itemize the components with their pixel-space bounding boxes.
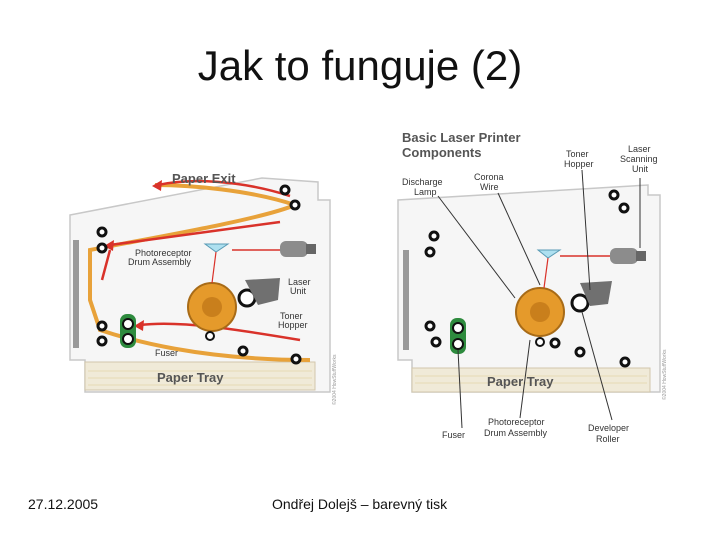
right-developer-label-2: Roller	[596, 434, 620, 444]
right-laser-label-3: Unit	[632, 164, 649, 174]
right-copyright: ©2004 HowStuffWorks	[661, 349, 668, 400]
left-paper-tray-label: Paper Tray	[157, 370, 224, 385]
right-paper-tray-label: Paper Tray	[487, 374, 554, 389]
right-heading: Basic Laser Printer	[402, 130, 521, 145]
right-photoreceptor-label: Photoreceptor	[488, 417, 545, 427]
left-rollers	[96, 184, 302, 365]
right-laser-label-2: Scanning	[620, 154, 658, 164]
left-photoreceptor-label-2: Drum Assembly	[128, 257, 192, 267]
left-fuser-label: Fuser	[155, 348, 178, 358]
right-corona-label-2: Wire	[480, 182, 499, 192]
slide-title: Jak to funguje (2)	[197, 42, 523, 89]
left-drum	[187, 282, 257, 341]
right-photoreceptor-label-2: Drum Assembly	[484, 428, 548, 438]
right-fuser	[450, 318, 466, 354]
right-discharge-label-2: Lamp	[414, 187, 437, 197]
left-paper-path	[88, 183, 311, 362]
left-laser-label-2: Unit	[290, 286, 307, 296]
right-drum	[515, 287, 590, 347]
left-toner-label-2: Hopper	[278, 320, 308, 330]
right-toner-label: Toner	[566, 149, 589, 159]
right-heading-2: Components	[402, 145, 481, 160]
right-laser	[536, 248, 646, 289]
left-laser	[203, 241, 316, 284]
left-copyright: ©2004 HowStuffWorks	[331, 354, 338, 405]
right-rollers	[424, 189, 631, 368]
footer-date: 27.12.2005	[28, 496, 99, 512]
right-developer-label: Developer	[588, 423, 629, 433]
left-fuser	[120, 314, 136, 348]
left-arrow-heads	[104, 180, 162, 331]
right-leader-lines	[437, 169, 641, 429]
left-laser-label: Laser	[288, 277, 311, 287]
right-laser-label: Laser	[628, 144, 651, 154]
left-toner-hopper	[245, 278, 280, 305]
left-toner-label: Toner	[280, 311, 303, 321]
left-photoreceptor-label: Photoreceptor	[135, 248, 192, 258]
right-fuser-label: Fuser	[442, 430, 465, 440]
right-discharge-label: Discharge	[402, 177, 443, 187]
left-paper-exit-label: Paper Exit	[172, 171, 236, 186]
right-corona-label: Corona	[474, 172, 504, 182]
right-toner-label-2: Hopper	[564, 159, 594, 169]
right-toner-hopper	[580, 281, 612, 306]
footer-text: Ondřej Dolejš – barevný tisk	[272, 496, 448, 512]
